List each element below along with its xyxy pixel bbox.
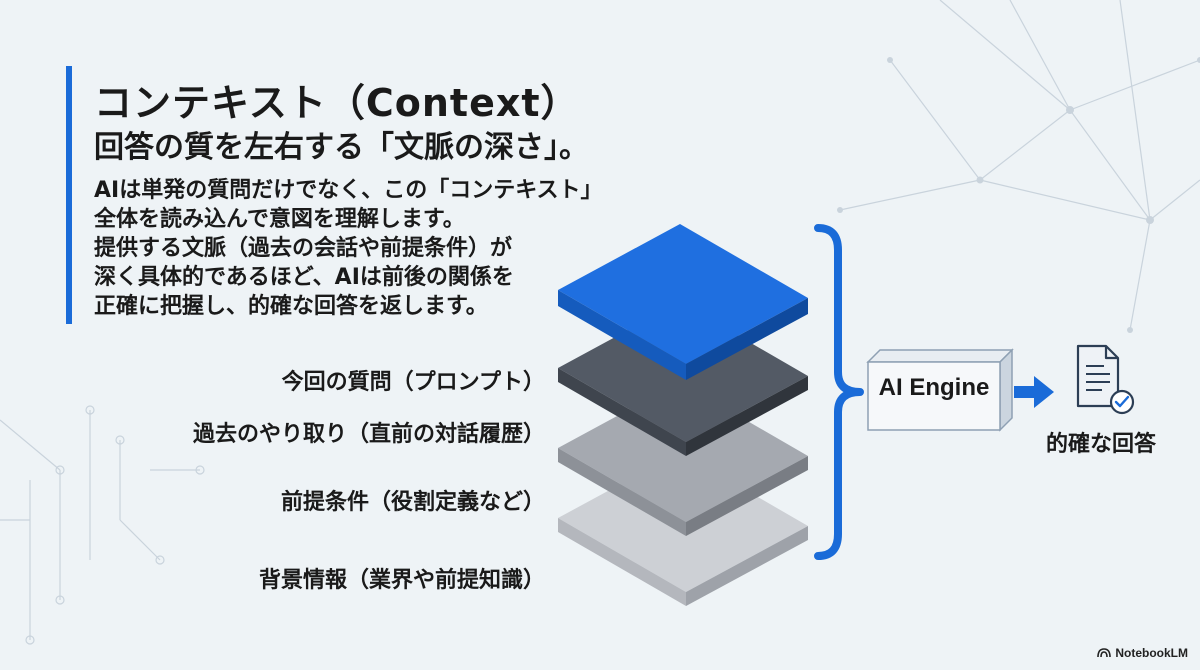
- layer-current-prompt: [558, 224, 808, 380]
- document-check-icon: [1076, 344, 1135, 415]
- body-line: 全体を読み込んで意図を理解します。: [94, 207, 465, 232]
- layer-label: 前提条件（役割定義など）: [280, 490, 545, 515]
- body-line: AIは単発の質問だけでなく、この「コンテキスト」: [94, 178, 603, 203]
- body-line: 提供する文脈（過去の会話や前提条件）が: [94, 236, 513, 261]
- body-line: 深く具体的であるほど、AIは前後の関係を: [94, 265, 514, 290]
- body-line: 正確に把握し、的確な回答を返します。: [94, 294, 488, 319]
- page-subtitle: 回答の質を左右する「文脈の深さ」。: [94, 130, 589, 165]
- body-text: AIは単発の質問だけでなく、この「コンテキスト」 全体を読み込んで意図を理解しま…: [94, 176, 603, 321]
- engine-label: AI Engine: [878, 374, 990, 401]
- brand-watermark: NotebookLM: [1097, 646, 1188, 660]
- accent-bar: [66, 66, 72, 324]
- ai-engine-box: [866, 348, 1014, 432]
- notebooklm-icon: [1097, 648, 1112, 658]
- layer-label: 過去のやり取り（直前の対話履歴）: [192, 422, 545, 447]
- output-label: 的確な回答: [1046, 432, 1157, 457]
- brand-name: NotebookLM: [1115, 646, 1188, 660]
- brace: [814, 224, 864, 560]
- page-title: コンテキスト（Context）: [94, 81, 580, 125]
- layer-label: 今回の質問（プロンプト）: [281, 370, 545, 395]
- arrow-icon: [1014, 376, 1054, 408]
- layer-label: 背景情報（業界や前提知識）: [258, 568, 545, 593]
